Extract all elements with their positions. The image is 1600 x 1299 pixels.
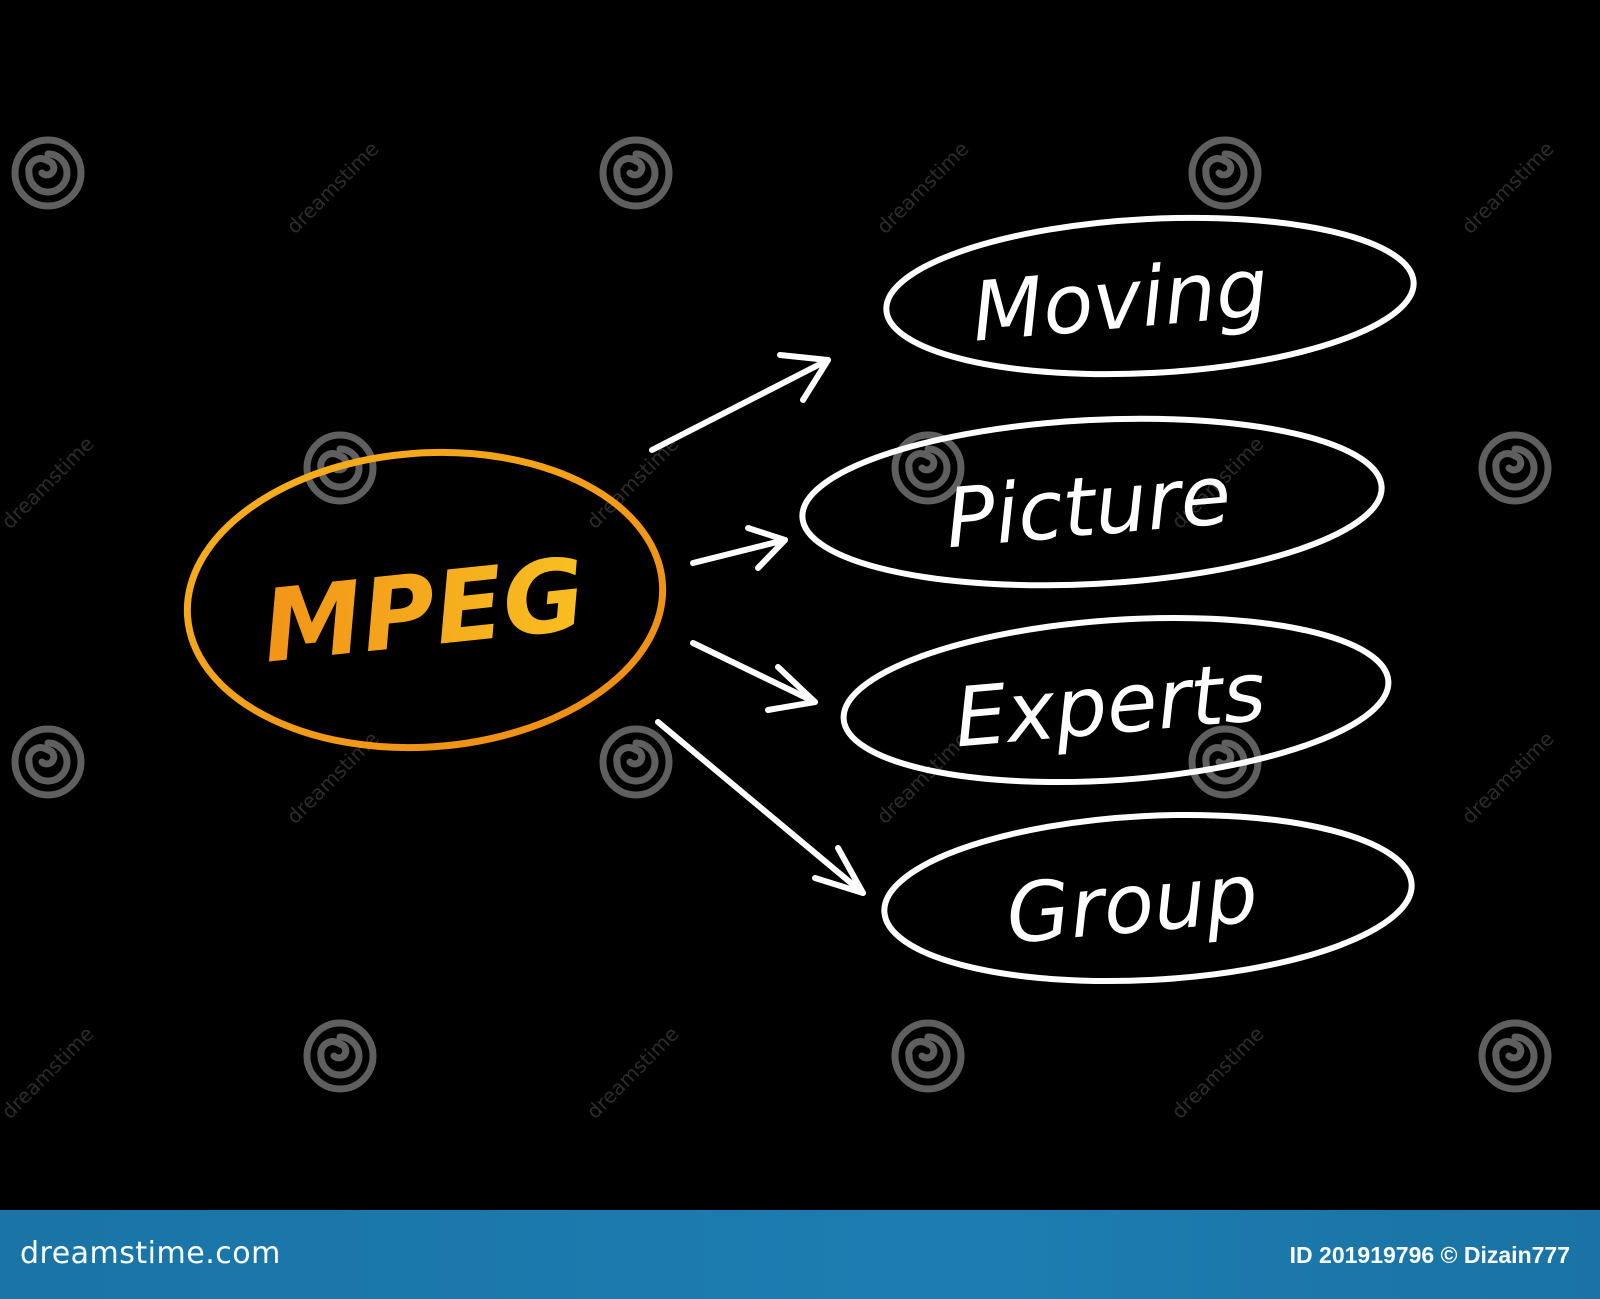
arrow-to-moving — [649, 352, 831, 453]
image-credit: ID 201919796 © Dizain777 — [1289, 1242, 1570, 1268]
watermark-spiral-icon — [895, 1023, 961, 1089]
watermark-spiral-icon — [15, 140, 81, 206]
node-experts: Experts — [840, 614, 1392, 786]
watermark-text: dreamstime — [1457, 137, 1559, 239]
footer-brand[interactable]: dreamstime.com — [20, 1236, 281, 1271]
center-label: MPEG — [257, 535, 591, 685]
center-node: MPEG — [183, 448, 667, 752]
node-moving: Moving — [883, 214, 1417, 378]
node-group-label: Group — [1003, 846, 1262, 963]
arrow-to-picture — [690, 525, 788, 571]
footer-bar: dreamstime.com ID 201919796 © Dizain777 — [0, 1210, 1600, 1299]
node-picture: Picture — [799, 415, 1385, 589]
watermark-spiral-icon — [1482, 435, 1548, 501]
watermark-text: dreamstime — [0, 432, 98, 534]
node-group-ellipse — [881, 811, 1415, 985]
watermark-text: dreamstime — [1167, 1022, 1269, 1124]
center-ellipse — [183, 448, 667, 752]
watermark-layer: dreamstime dreamstime dreamstime dreamstime… — [0, 137, 1558, 1124]
watermark-text: dreamstime — [1457, 727, 1559, 829]
watermark-spiral-icon — [603, 729, 669, 795]
node-picture-label: Picture — [942, 448, 1235, 568]
watermark-text: dreamstime — [582, 1022, 684, 1124]
watermark-text: dreamstime — [872, 137, 974, 239]
arrow-to-group — [655, 719, 866, 896]
arrows — [649, 352, 866, 896]
watermark-spiral-icon — [603, 140, 669, 206]
watermark-spiral-icon — [15, 729, 81, 795]
watermark-text: dreamstime — [0, 1022, 98, 1124]
node-group: Group — [881, 811, 1415, 985]
acronym-diagram: dreamstime dreamstime dreamstime dreamstime… — [0, 0, 1558, 1124]
node-experts-ellipse — [840, 614, 1392, 786]
watermark-spiral-icon — [1482, 1023, 1548, 1089]
node-moving-ellipse — [883, 214, 1417, 378]
node-picture-ellipse — [799, 415, 1385, 589]
watermark-spiral-icon — [1192, 140, 1258, 206]
arrow-to-experts — [690, 640, 818, 713]
node-moving-label: Moving — [968, 240, 1271, 360]
watermark-text: dreamstime — [282, 137, 384, 239]
watermark-spiral-icon — [307, 1023, 373, 1089]
